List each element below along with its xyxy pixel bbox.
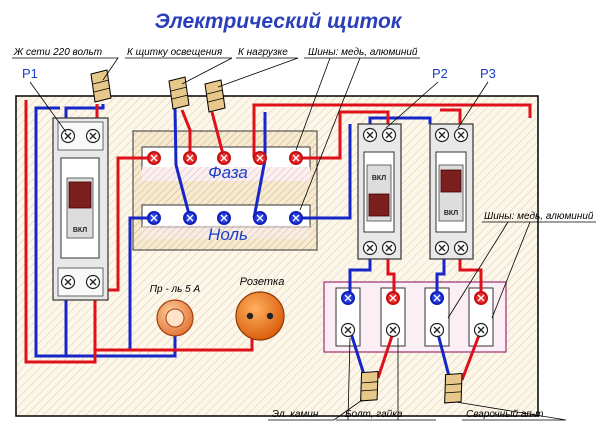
phase-wiring [24, 100, 532, 381]
breaker-p1-id: Р1 [22, 66, 38, 81]
diagram-title: Электрический щиток [155, 10, 403, 33]
callout-buses-top-text: Шины: медь, алюминий [308, 47, 418, 58]
neutral-bus-label: Ноль [208, 225, 248, 244]
socket-label: Розетка [240, 276, 285, 288]
cable-load-plug [204, 79, 226, 113]
callout-welder: Сварочный ап-т [455, 401, 567, 421]
cable-mains-plug [90, 69, 112, 103]
callout-buses-right-text: Шины: медь, алюминий [484, 211, 594, 222]
breaker-p2[interactable]: ВКЛ [357, 123, 402, 260]
neutral-wiring [34, 104, 452, 381]
fuse-label: Пр - ль 5 А [150, 284, 201, 295]
breaker-p2-on-label: ВКЛ [372, 175, 386, 182]
callout-buses-right: Шины: медь, алюминий [447, 211, 596, 319]
callout-mains: Ж сети 220 вольт [12, 47, 119, 81]
callout-load-text: К нагрузке [238, 47, 288, 58]
breaker-p3-on-label: ВКЛ [444, 210, 458, 217]
breaker-p1-on-label: ВКЛ [73, 227, 87, 234]
callout-mains-text: Ж сети 220 вольт [13, 47, 102, 58]
breaker-p2-id: Р2 [432, 66, 448, 81]
callout-bolt-nut-text: Болт, гайка [345, 409, 403, 420]
fuse: Пр - ль 5 А [150, 284, 201, 337]
breaker-p3-handle [440, 169, 462, 193]
phase-bus-label: Фаза [208, 163, 248, 182]
callout-fireplace: Эл. камин [268, 399, 363, 421]
breaker-p3-id: Р3 [480, 66, 496, 81]
callout-lighting-text: К щитку освещения [127, 47, 223, 58]
breaker-p1-handle [68, 181, 92, 209]
callout-load: К нагрузке [217, 47, 299, 88]
callout-fireplace-text: Эл. камин [272, 409, 319, 420]
bus-panel: Фаза Ноль [132, 130, 318, 251]
callout-lighting: К щитку освещения [125, 47, 233, 85]
breaker-p2-handle [368, 193, 390, 217]
socket: Розетка [235, 276, 285, 341]
callout-buses-top: Шины: медь, алюминий [295, 47, 420, 211]
breaker-p3[interactable]: ВКЛ [429, 123, 474, 260]
breaker-p1[interactable]: ВКЛ [52, 117, 109, 301]
callout-welder-text: Сварочный ап-т [466, 409, 543, 420]
callout-bolt-nut: Болт, гайка [336, 337, 436, 421]
